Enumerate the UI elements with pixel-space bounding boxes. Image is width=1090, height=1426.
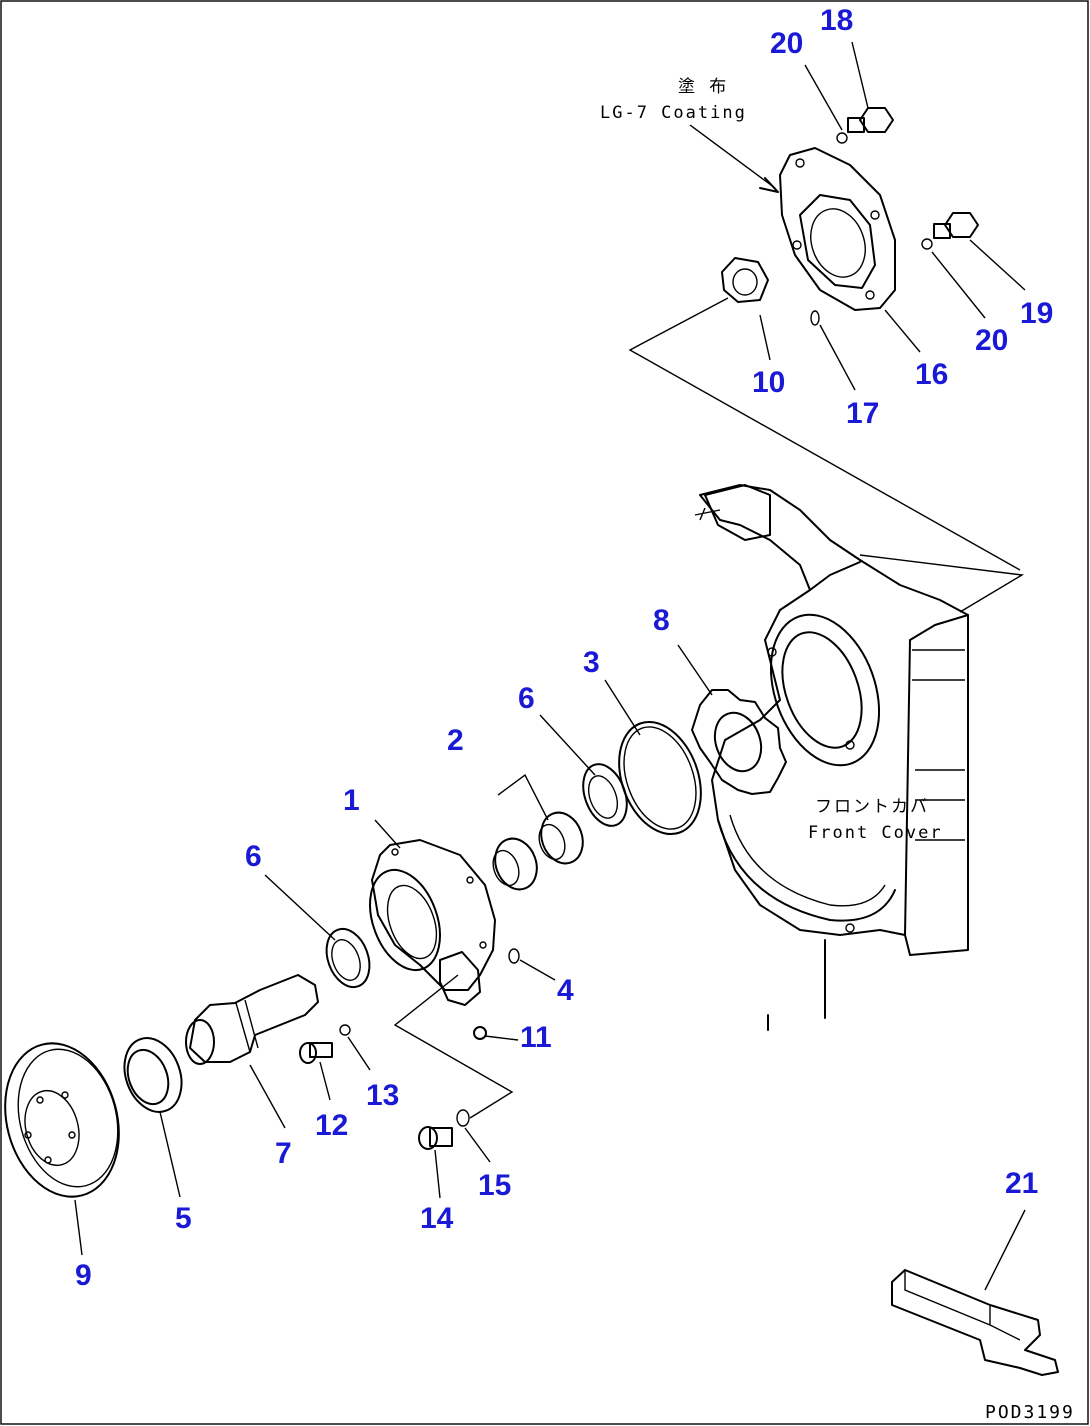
callout-16: 16 xyxy=(915,358,948,391)
pin-17 xyxy=(810,310,820,326)
callout-9: 9 xyxy=(75,1259,92,1292)
callout-15: 15 xyxy=(478,1169,511,1202)
figure-code: POD3199 xyxy=(985,1402,1075,1423)
coating-leader xyxy=(689,124,776,189)
gear-8 xyxy=(691,689,787,795)
front-cover-en-label: Front Cover xyxy=(808,823,943,843)
bolt-18 xyxy=(847,107,894,133)
o-ring-3 xyxy=(618,720,702,836)
bolt-12 xyxy=(299,1042,333,1064)
shaft-7 xyxy=(185,974,319,1065)
bolt-14 xyxy=(418,1126,453,1150)
cover-plate-16 xyxy=(779,147,896,311)
callout-6-right: 6 xyxy=(518,682,535,715)
coating-en-label: LG-7 Coating xyxy=(600,103,747,123)
gear-housing-1 xyxy=(369,839,496,1006)
callout-3: 3 xyxy=(583,646,600,679)
callout-1: 1 xyxy=(343,784,360,817)
callout-11: 11 xyxy=(520,1021,552,1054)
callout-18: 18 xyxy=(820,4,853,37)
callout-17: 17 xyxy=(846,397,879,430)
callout-14: 14 xyxy=(420,1202,454,1235)
pulley-9 xyxy=(4,1042,120,1198)
leader-lines xyxy=(74,41,1026,1291)
washer-20-right xyxy=(921,238,933,250)
coating-arrowhead xyxy=(759,177,779,193)
callout-5: 5 xyxy=(175,1202,192,1235)
plug-11 xyxy=(473,1026,487,1040)
pin-4 xyxy=(508,948,520,964)
callout-19: 19 xyxy=(1020,297,1053,330)
assembly-line-lower xyxy=(393,974,514,1119)
nut-10 xyxy=(721,257,769,303)
front-cover-jp-label: フロントカバ xyxy=(815,797,929,817)
callout-6-left: 6 xyxy=(245,840,262,873)
coating-jp-label: 塗 布 xyxy=(678,76,728,97)
callout-20-right: 20 xyxy=(975,324,1008,357)
front-cover-housing xyxy=(694,484,1025,1031)
shim-6-right xyxy=(582,763,628,827)
bearing-2-left xyxy=(492,837,538,891)
callout-20-top: 20 xyxy=(770,27,803,60)
tool-21 xyxy=(891,1269,1059,1376)
callout-12: 12 xyxy=(315,1109,348,1142)
bearing-5 xyxy=(123,1037,183,1113)
assembly-line-top xyxy=(628,297,1021,571)
callout-8: 8 xyxy=(653,604,670,637)
callout-4: 4 xyxy=(557,974,574,1007)
washer-20-top xyxy=(836,132,848,144)
callout-13: 13 xyxy=(366,1079,399,1112)
bolt-19 xyxy=(933,212,979,239)
washer-13 xyxy=(339,1024,351,1036)
callout-21: 21 xyxy=(1005,1167,1038,1200)
washer-15 xyxy=(456,1109,470,1127)
shim-6-left xyxy=(325,927,371,989)
callout-7: 7 xyxy=(275,1137,292,1170)
callout-2: 2 xyxy=(447,724,464,757)
bearing-2-right xyxy=(538,811,584,865)
callout-10: 10 xyxy=(752,366,785,399)
